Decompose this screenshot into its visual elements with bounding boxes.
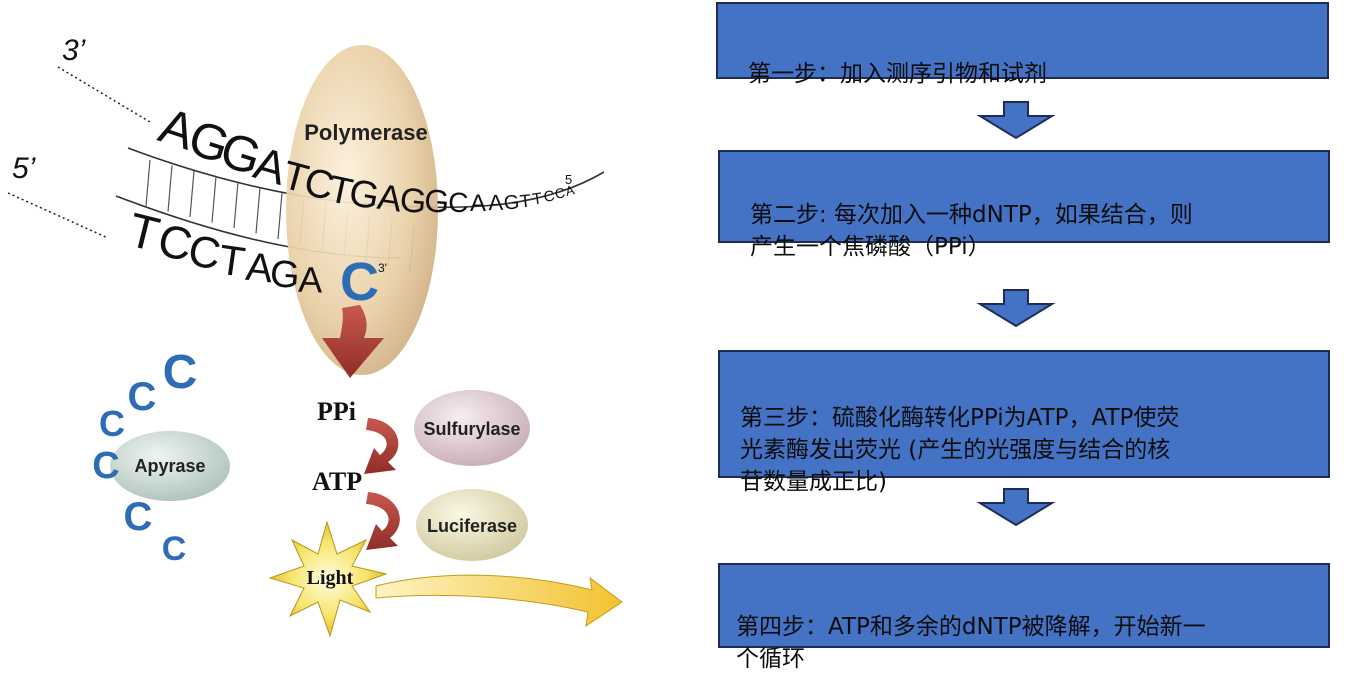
atp-label: ATP	[312, 467, 362, 496]
top-strand-base: C	[448, 187, 469, 219]
polymerase-enzyme	[286, 45, 438, 375]
free-nucleotide: C	[162, 530, 187, 568]
step-3-box: 第三步：硫酸化酶转化PPi为ATP，ATP使荧 光素酶发出荧光 (产生的光强度与…	[718, 350, 1330, 495]
polymerase-label: Polymerase	[304, 120, 428, 145]
light-label: Light	[307, 567, 354, 589]
step-4-text: 第四步：ATP和多余的dNTP被降解，开始新一 个循环	[736, 614, 1206, 672]
top-strand-base: A	[375, 176, 404, 220]
bottom-strand-base: A	[298, 259, 323, 301]
top-strand-base: T	[531, 190, 543, 208]
bottom-strand-base: G	[269, 253, 301, 297]
top-strand-base: G	[423, 182, 450, 220]
top-strand-base: A	[564, 182, 576, 199]
down-arrow-icon	[976, 289, 1056, 328]
step-2-box: 第二步: 每次加入一种dNTP，如果结合，则 产生一个焦磷酸（PPi）	[718, 150, 1330, 260]
bottom-strand-leader	[7, 192, 109, 239]
new-base-end-label: 3'	[378, 261, 387, 275]
atp-to-light-arrow	[366, 492, 400, 550]
step-3-text: 第三步：硫酸化酶转化PPi为ATP，ATP使荧 光素酶发出荧光 (产生的光强度与…	[740, 405, 1180, 495]
light-output-arrow	[375, 574, 623, 628]
base-pair-rung	[189, 170, 195, 218]
base-pair-rung	[145, 159, 151, 207]
top-strand-base: C	[553, 184, 566, 202]
free-nucleotide: C	[128, 375, 157, 419]
ppi-label: PPi	[317, 397, 356, 426]
bottom-strand-base: A	[244, 245, 275, 292]
step-1-box: 第一步：加入测序引物和试剂	[716, 2, 1329, 87]
base-pair-rung	[277, 192, 283, 240]
bottom-strand-base: T	[216, 236, 248, 286]
base-pair-rung	[255, 187, 261, 234]
sulfurylase-enzyme	[414, 390, 530, 466]
free-nucleotide: C	[99, 403, 125, 444]
base-pair-rung	[211, 176, 217, 223]
luciferase-enzyme	[416, 489, 528, 561]
light-burst-icon	[268, 520, 388, 638]
free-nucleotide: C	[124, 495, 153, 539]
free-nucleotide: C	[92, 445, 119, 487]
top-strand-base: G	[503, 191, 520, 214]
bottom-strand-end-label: 5’	[12, 152, 37, 185]
apyrase-label: Apyrase	[134, 456, 205, 476]
top-strand-base: A	[470, 190, 486, 217]
step-2-text: 第二步: 每次加入一种dNTP，如果结合，则 产生一个焦磷酸（PPi）	[750, 202, 1193, 260]
top-strand-tail-label: 5	[565, 172, 572, 187]
sulfurylase-label: Sulfurylase	[423, 419, 520, 439]
ppi-to-atp-arrow	[364, 418, 399, 474]
incorporated-base: C	[340, 252, 379, 312]
luciferase-label: Luciferase	[427, 516, 517, 536]
top-strand-end-label: 3’	[62, 34, 87, 67]
release-arrow	[322, 305, 384, 378]
step-4-box: 第四步：ATP和多余的dNTP被降解，开始新一 个循环	[718, 563, 1330, 672]
base-pair-rung	[233, 181, 239, 229]
top-strand-base: A	[488, 190, 504, 216]
top-strand-base: C	[542, 187, 556, 206]
down-arrow-icon	[976, 101, 1056, 140]
top-strand-base: G	[346, 172, 382, 218]
top-strand-base: G	[398, 181, 428, 222]
apyrase-enzyme	[110, 431, 230, 501]
top-strand-leader	[57, 66, 151, 123]
top-strand-base: T	[519, 191, 532, 212]
step-1-text: 第一步：加入测序引物和试剂	[748, 61, 1047, 87]
free-nucleotide: C	[163, 346, 198, 399]
base-pair-rung	[167, 165, 173, 212]
down-arrow-icon	[976, 488, 1056, 527]
